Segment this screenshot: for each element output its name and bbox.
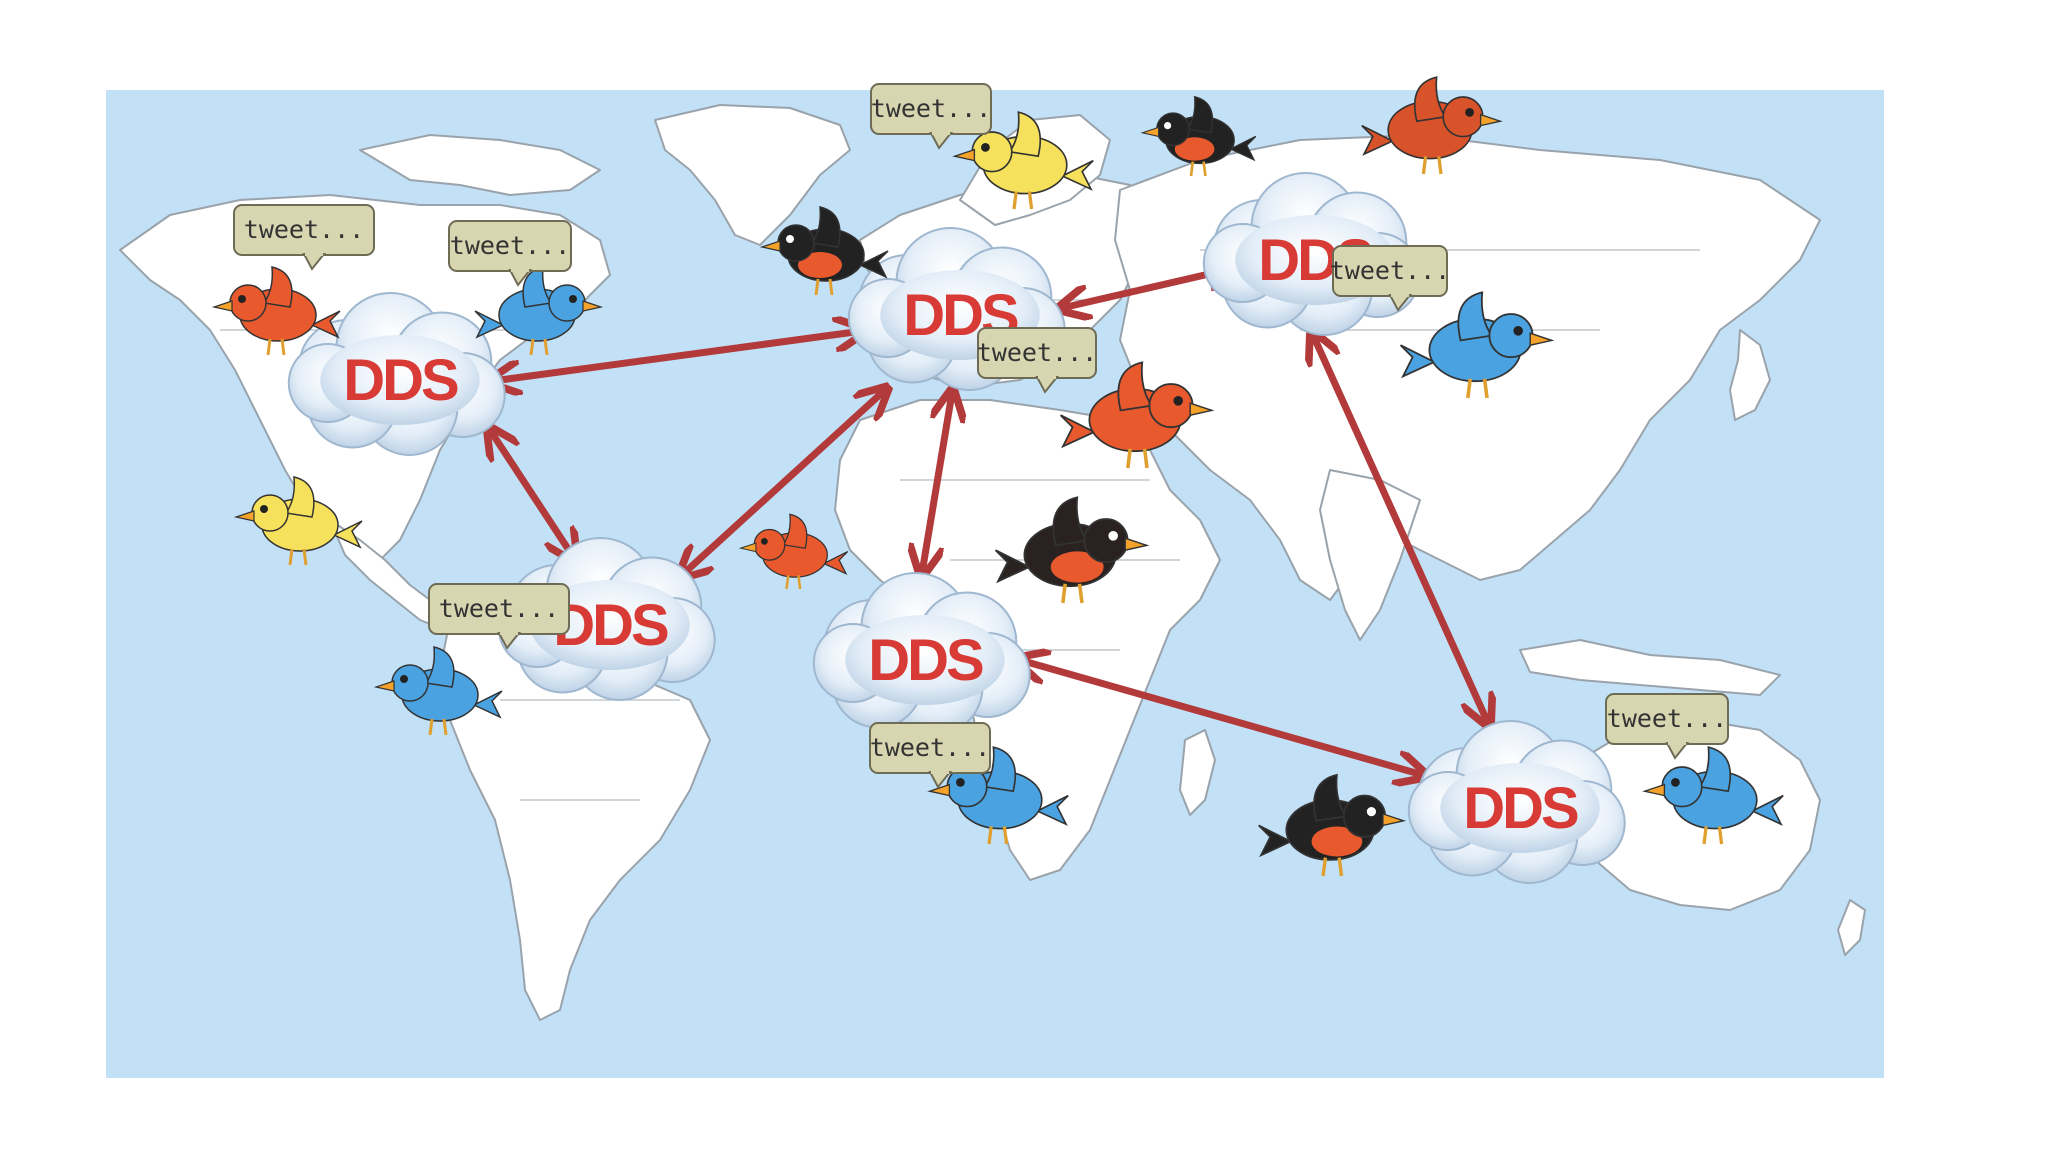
- bird-icon: [1642, 746, 1784, 845]
- connection-arrow-europe-to-africa: [922, 393, 952, 573]
- bird-icon: [1361, 76, 1503, 175]
- dds-cloud-europe: DDS: [847, 227, 1066, 391]
- bubble-text: tweet...: [450, 231, 570, 260]
- bird-icon: [474, 266, 604, 356]
- connection-arrow-africa-to-australia: [1020, 660, 1423, 775]
- indonesia-land: [1519, 639, 1781, 696]
- dds-label: DDS: [553, 593, 668, 658]
- dds-cloud-australia: DDS: [1407, 720, 1626, 884]
- japan-land: [1729, 329, 1771, 421]
- bird-icon: [738, 513, 849, 590]
- bird-icon: [373, 646, 503, 736]
- speech-bubble-9: tweet...: [429, 584, 569, 634]
- bubble-text: tweet...: [439, 594, 559, 623]
- greenland: [654, 104, 851, 246]
- speech-bubble-4: tweet...: [1330, 245, 1450, 312]
- arctic-islands: [359, 134, 601, 196]
- speech-bubble-1: tweet...: [233, 204, 375, 271]
- bird-icon: [952, 111, 1094, 210]
- connection-arrow-north-america-to-south-america: [490, 430, 574, 558]
- bird-icon: [1059, 361, 1215, 469]
- speech-bubble-7: tweet...: [869, 722, 991, 789]
- bubble-text: tweet...: [244, 215, 364, 244]
- bubble-text: tweet...: [977, 338, 1097, 367]
- connection-arrow-north-america-to-europe: [493, 331, 862, 381]
- speech-bubble-5: tweet...: [977, 327, 1097, 394]
- speech-bubble-6: tweet...: [428, 583, 570, 650]
- bird-icon: [994, 496, 1150, 604]
- bird-icon: [1399, 291, 1555, 399]
- bird-icon: [233, 476, 363, 566]
- bird-icon: [1140, 95, 1257, 177]
- connection-arrow-russia-to-australia: [1313, 335, 1488, 723]
- bubble-text: tweet...: [870, 733, 990, 762]
- speech-bubble-3: tweet...: [870, 83, 992, 150]
- bubble-text: tweet...: [1607, 704, 1727, 733]
- dds-label: DDS: [868, 628, 983, 693]
- bubbles-layer: tweet... tweet... tweet... tweet... tweet...…: [233, 83, 1729, 789]
- bird-icon: [211, 266, 341, 356]
- bubble-text: tweet...: [871, 94, 991, 123]
- connection-arrow-south-america-to-europe: [682, 390, 885, 575]
- new-zealand-land: [1837, 899, 1866, 956]
- bubble-text: tweet...: [1330, 256, 1450, 285]
- speech-bubble-2: tweet...: [448, 220, 572, 287]
- connections-layer: [490, 268, 1488, 775]
- bird-icon: [927, 746, 1069, 845]
- dds-label: DDS: [1463, 776, 1578, 841]
- bird-icon: [759, 206, 889, 296]
- dds-label: DDS: [343, 348, 458, 413]
- dds-cloud-africa: DDS: [812, 572, 1031, 736]
- speech-bubble-8: tweet...: [1605, 693, 1729, 760]
- dds-cloud-north-america: DDS: [287, 292, 506, 456]
- bird-icon: [1258, 773, 1407, 877]
- birds-layer: [211, 76, 1784, 877]
